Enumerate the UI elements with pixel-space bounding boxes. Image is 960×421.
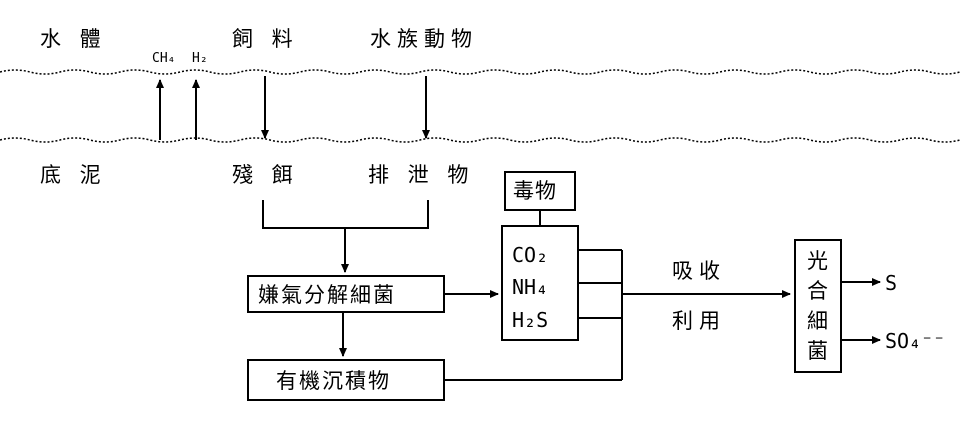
photosynthetic-bacteria-box [794,239,842,373]
label-co2: CO₂ [512,243,548,267]
label-photo-1: 光 [807,249,828,273]
label-photo-3: 細 [807,309,828,333]
label-leftover-bait: 殘 餌 [232,163,299,187]
label-organic-deposit: 有機沉積物 [276,369,391,393]
sediment-boundary-line [0,137,960,143]
label-anaerobic-bacteria: 嫌氣分解細菌 [258,283,396,307]
label-photo-2: 合 [807,279,828,303]
merge-bracket [262,200,429,229]
label-nh4: NH₄ [512,275,548,299]
label-absorb: 吸收 [672,259,726,283]
label-feed: 飼 料 [232,27,299,51]
label-sediment: 底 泥 [40,163,107,187]
label-excreta: 排 泄 物 [368,163,474,187]
label-water-body: 水 體 [40,27,107,51]
label-aquatic-animals: 水族動物 [370,27,478,51]
label-h2s: H₂S [512,308,548,332]
label-utilize: 利用 [672,309,726,333]
label-sulfur: S [885,271,897,295]
label-h2: H₂ [192,51,208,66]
toxic-box [504,171,576,211]
water-surface-line [0,69,960,75]
label-sulfate: SO₄⁻⁻ [885,329,945,353]
label-photo-4: 菌 [807,339,828,363]
label-toxic: 毒物 [513,179,557,203]
label-ch4: CH₄ [152,51,175,66]
organic-deposit-box [247,359,445,401]
